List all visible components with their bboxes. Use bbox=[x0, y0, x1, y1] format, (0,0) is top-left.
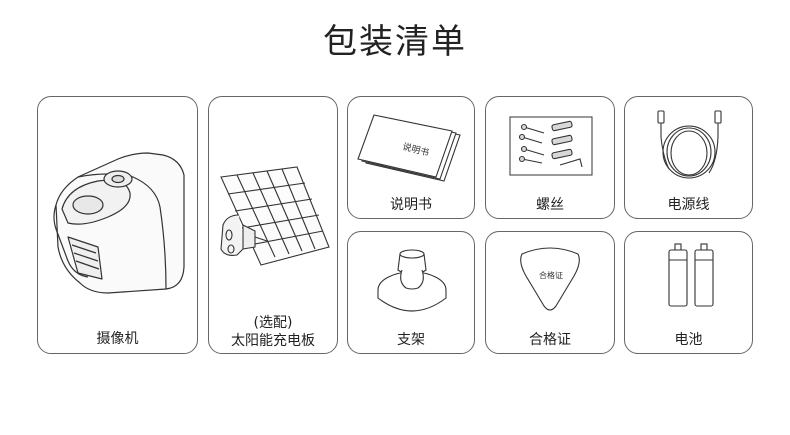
battery-illustration bbox=[668, 243, 714, 307]
item-label-screws: 螺丝 bbox=[536, 197, 564, 213]
item-card-solar-panel: (选配) 太阳能充电板 bbox=[208, 96, 338, 354]
item-label-solar-panel: 太阳能充电板 bbox=[231, 333, 315, 349]
item-card-certificate: 合格证 合格证 bbox=[485, 231, 615, 354]
manual-illustration: 说明书 bbox=[357, 114, 461, 182]
screws-illustration bbox=[509, 116, 593, 176]
item-card-screws: 螺丝 bbox=[485, 96, 615, 219]
solar-panel-illustration bbox=[220, 166, 330, 266]
item-card-battery: 电池 bbox=[624, 231, 753, 354]
cable-illustration bbox=[657, 110, 722, 179]
item-label-camera: 摄像机 bbox=[96, 331, 139, 347]
item-label-battery: 电池 bbox=[674, 332, 703, 348]
item-label-cable: 电源线 bbox=[667, 197, 710, 213]
camera-illustration bbox=[53, 152, 185, 294]
item-label-solar-option: (选配) bbox=[253, 315, 293, 331]
page-title: 包装清单 bbox=[323, 22, 467, 62]
item-label-mount: 支架 bbox=[397, 332, 425, 348]
item-label-certificate: 合格证 bbox=[529, 332, 571, 348]
item-label-manual: 说明书 bbox=[390, 197, 432, 213]
certificate-card-text: 合格证 bbox=[539, 270, 563, 280]
item-card-cable: 电源线 bbox=[624, 96, 753, 219]
item-card-mount: 支架 bbox=[347, 231, 475, 354]
mount-illustration bbox=[377, 249, 447, 312]
certificate-illustration: 合格证 bbox=[520, 247, 580, 311]
item-card-camera: 摄像机 bbox=[37, 96, 198, 354]
item-card-manual: 说明书 说明书 bbox=[347, 96, 475, 219]
